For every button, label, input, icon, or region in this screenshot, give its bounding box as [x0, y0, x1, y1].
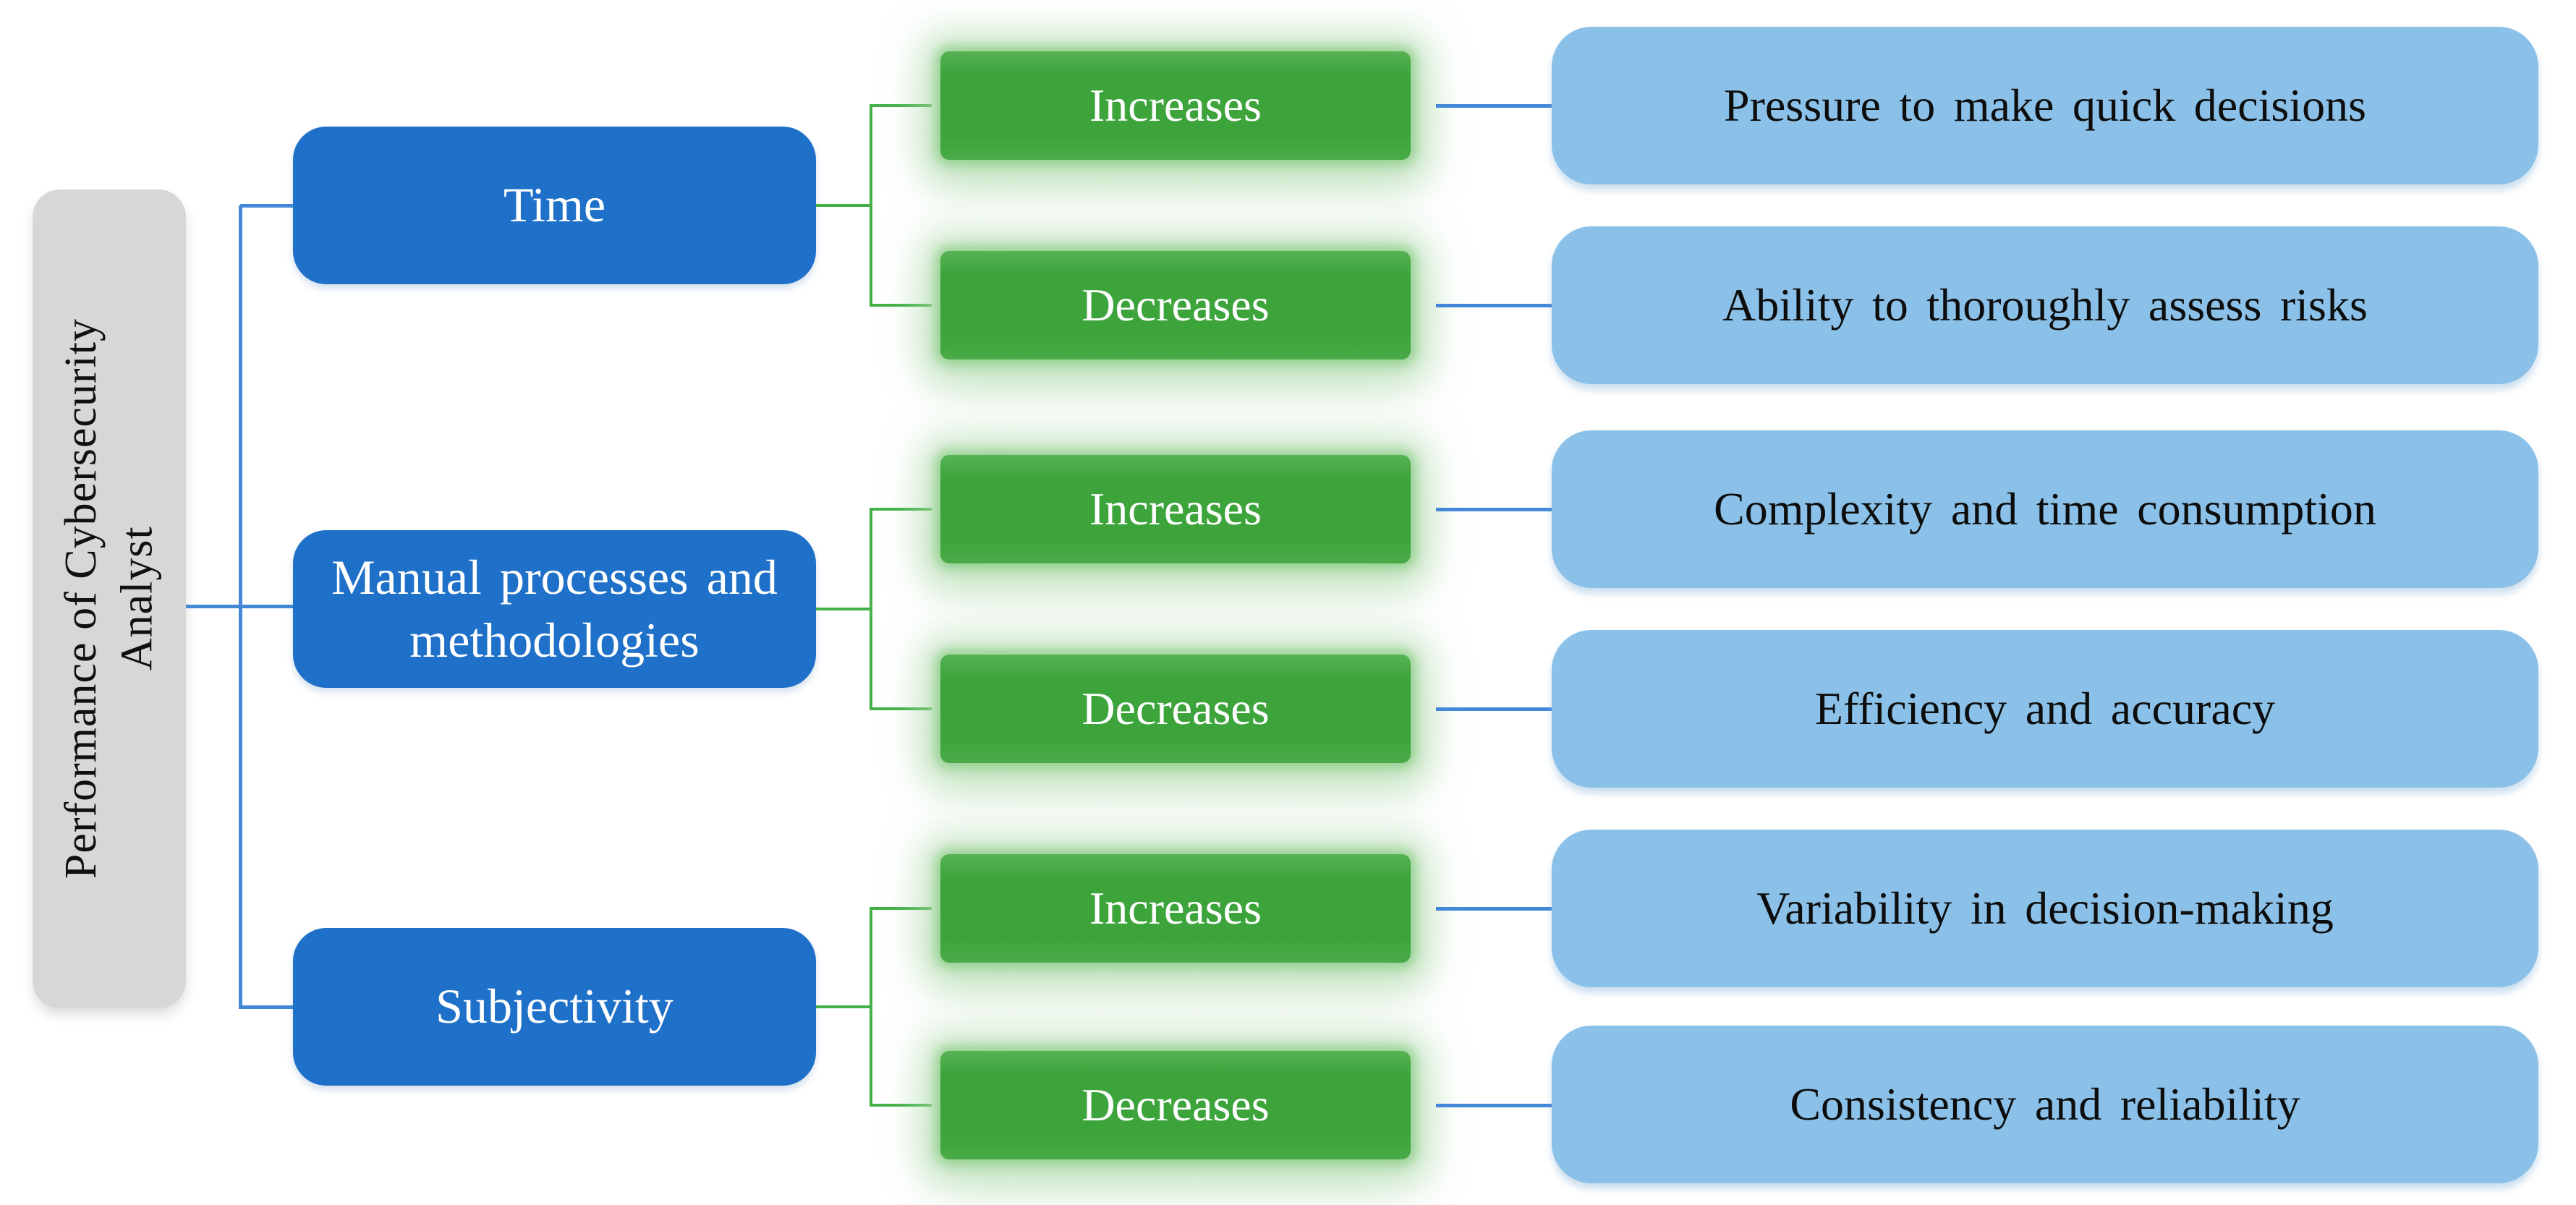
- bracket-time: [870, 104, 872, 307]
- effect-label: Increases: [1089, 483, 1262, 535]
- effect-label: Increases: [1089, 882, 1262, 934]
- effect-box-subjectivity-decreases: Decreases: [940, 1051, 1411, 1159]
- outcome-label: Efficiency and accuracy: [1814, 683, 2276, 734]
- connector-root-to-manual: [186, 605, 295, 608]
- outcome-label: Pressure to make quick decisions: [1724, 80, 2366, 131]
- connector-outcome-2: [1436, 304, 1552, 307]
- connector-outcome-4: [1436, 707, 1552, 711]
- bracket-subjectivity-lower-stub: [870, 1104, 932, 1107]
- connector-manual-to-bracket: [816, 608, 871, 610]
- root-node: Performance of Cybersecurity Analyst: [33, 190, 186, 1008]
- outcome-box-assess-risks: Ability to thoroughly assess risks: [1552, 226, 2538, 384]
- effect-label: Decreases: [1081, 279, 1270, 331]
- effect-label: Decreases: [1081, 1079, 1270, 1131]
- effect-box-manual-increases: Increases: [940, 455, 1411, 563]
- outcome-label: Complexity and time consumption: [1714, 483, 2376, 535]
- category-label: Time: [503, 177, 606, 233]
- bracket-manual-upper-stub: [870, 508, 932, 511]
- bracket-manual-lower-stub: [870, 707, 932, 710]
- bracket-subjectivity-upper-stub: [870, 907, 932, 910]
- connector-outcome-5: [1436, 907, 1552, 911]
- outcome-box-variability: Variability in decision-making: [1552, 830, 2538, 987]
- root-label-line2: Analyst: [112, 527, 161, 671]
- effect-box-time-decreases: Decreases: [940, 251, 1411, 359]
- effect-box-manual-decreases: Decreases: [940, 655, 1411, 763]
- root-label: Performance of Cybersecurity Analyst: [54, 318, 166, 879]
- effect-label: Decreases: [1081, 683, 1270, 734]
- connector-outcome-6: [1436, 1104, 1552, 1107]
- category-box-subjectivity: Subjectivity: [293, 928, 816, 1086]
- outcome-box-consistency: Consistency and reliability: [1552, 1026, 2538, 1183]
- outcome-label: Variability in decision-making: [1756, 882, 2334, 934]
- outcome-label: Ability to thoroughly assess risks: [1722, 279, 2368, 331]
- root-label-line1: Performance of Cybersecurity: [56, 318, 106, 880]
- category-label: Subjectivity: [435, 979, 673, 1034]
- connector-outcome-1: [1436, 104, 1552, 108]
- outcome-box-pressure: Pressure to make quick decisions: [1552, 27, 2538, 184]
- outcome-label: Consistency and reliability: [1790, 1078, 2300, 1130]
- effect-box-time-increases: Increases: [940, 51, 1411, 160]
- effect-label: Increases: [1089, 80, 1262, 131]
- outcome-box-complexity: Complexity and time consumption: [1552, 430, 2538, 588]
- effect-box-subjectivity-increases: Increases: [940, 854, 1411, 963]
- bracket-time-lower-stub: [870, 304, 932, 307]
- connector-outcome-3: [1436, 508, 1552, 511]
- bracket-subjectivity: [870, 907, 872, 1107]
- bracket-manual: [870, 508, 872, 710]
- connector-root-to-subjectivity: [240, 1005, 295, 1009]
- outcome-box-efficiency: Efficiency and accuracy: [1552, 630, 2538, 788]
- category-box-manual-processes: Manual processes and methodologies: [293, 530, 816, 688]
- connector-time-to-bracket: [816, 204, 871, 207]
- connector-subjectivity-to-bracket: [816, 1005, 871, 1008]
- connector-root-to-time: [240, 204, 295, 208]
- category-box-time: Time: [293, 127, 816, 284]
- bracket-time-upper-stub: [870, 104, 932, 107]
- category-label: Manual processes and methodologies: [331, 549, 778, 668]
